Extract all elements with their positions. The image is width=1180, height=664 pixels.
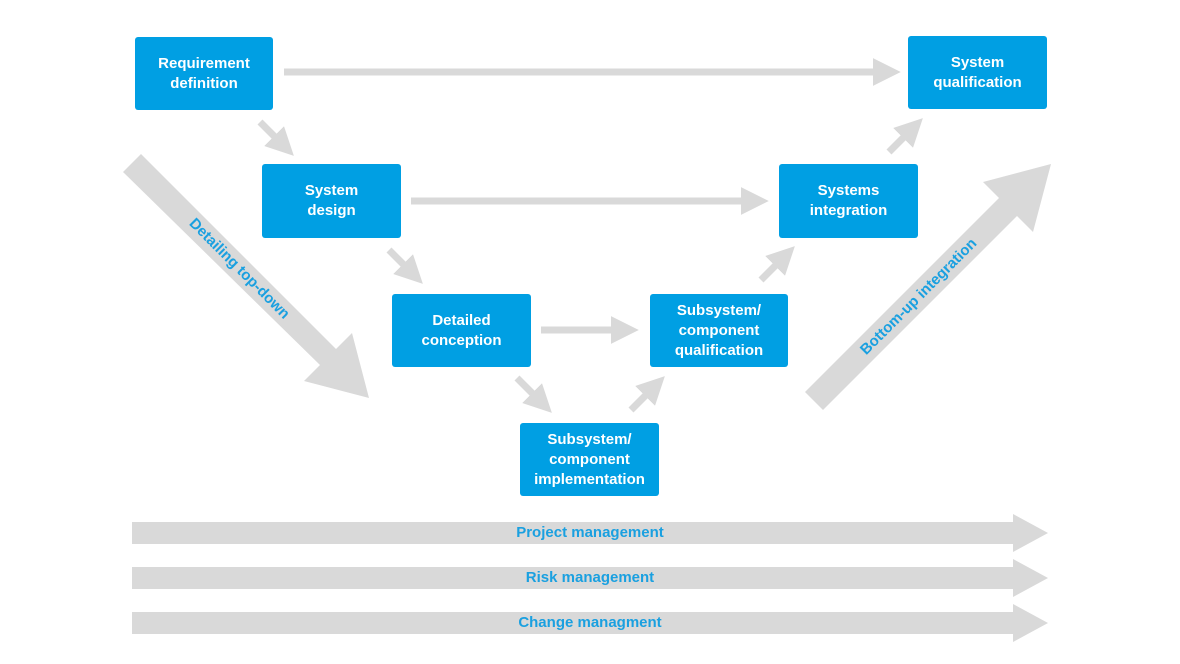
arrow-bottom-up-integration xyxy=(805,164,1051,410)
box-requirement-definition: Requirement definition xyxy=(135,37,273,110)
box-system-design: System design xyxy=(262,164,401,238)
box-systems-integration: Systems integration xyxy=(779,164,918,238)
label-risk-management: Risk management xyxy=(525,569,655,586)
arrow-integration-to-system-qualification xyxy=(886,118,923,155)
arrow-requirement-to-design xyxy=(257,119,294,156)
arrow-detailing-top-down xyxy=(123,154,369,398)
band-change-management xyxy=(132,604,1048,642)
box-system-qualification: System qualification xyxy=(908,36,1047,109)
label-change-management: Change managment xyxy=(518,614,662,631)
label-project-management: Project management xyxy=(516,524,664,541)
box-subsystem-implementation: Subsystem/ component implementation xyxy=(520,423,659,496)
band-risk-management xyxy=(132,559,1048,597)
arrow-subsystem-qualification-to-integration xyxy=(758,246,795,283)
box-subsystem-qualification: Subsystem/ component qualification xyxy=(650,294,788,367)
arrow-design-to-conception xyxy=(386,247,423,284)
box-detailed-conception: Detailed conception xyxy=(392,294,531,367)
arrow-implementation-to-subsystem-qualification xyxy=(628,376,665,413)
arrow-conception-to-implementation xyxy=(514,375,552,413)
band-project-management xyxy=(132,514,1048,552)
